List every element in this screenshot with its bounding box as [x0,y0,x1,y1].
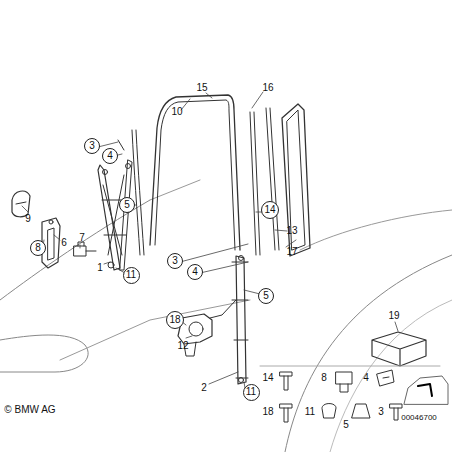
callout-number: 3 [89,141,95,151]
callout-circle: 8 [30,240,46,256]
callout-number: 6 [61,238,67,248]
callout-number: 3 [378,407,384,417]
callout-circle: 11 [123,267,140,284]
callout-number: 2 [201,383,207,393]
callout-number: 12 [177,341,188,351]
callout-number: 11 [246,387,256,397]
callout-number: 3 [172,256,178,266]
callout-number: 4 [192,267,198,277]
callout-number: 18 [169,315,180,325]
callout-number: 5 [343,420,349,430]
callout-number: 11 [126,270,136,280]
callout-circle: 3 [167,253,183,269]
callout-number: 19 [388,311,399,321]
callout-number: 4 [363,373,369,383]
callout-number: 8 [321,373,327,383]
callout-number: 13 [286,226,297,236]
callout-number: 10 [171,107,182,117]
drawing-note: 00046700 [401,414,437,422]
callout-number: 16 [262,83,273,93]
callout-number: 18 [262,407,273,417]
callout-circle: 18 [166,311,184,329]
callout-number: 7 [79,233,85,243]
callout-number: 8 [35,243,41,253]
drawing-note: © BMW AG [4,405,55,415]
callout-circle: 4 [102,148,118,164]
callout-circle: 3 [84,138,100,154]
callout-circle: 14 [261,201,279,219]
callout-number: 5 [124,200,130,210]
callout-number: 15 [196,83,207,93]
callout-number: 11 [305,407,315,417]
callout-number: 4 [107,151,113,161]
callout-circle: 4 [187,264,203,280]
callout-number: 5 [263,291,269,301]
callout-circle: 5 [119,197,135,213]
callout-number: 17 [286,247,297,257]
callout-number: 14 [264,205,275,215]
callout-circle: 5 [258,288,274,304]
callout-circle: 11 [243,384,260,401]
callout-number: 14 [262,373,273,383]
callout-number: 9 [25,214,31,224]
callout-number: 1 [97,263,103,273]
